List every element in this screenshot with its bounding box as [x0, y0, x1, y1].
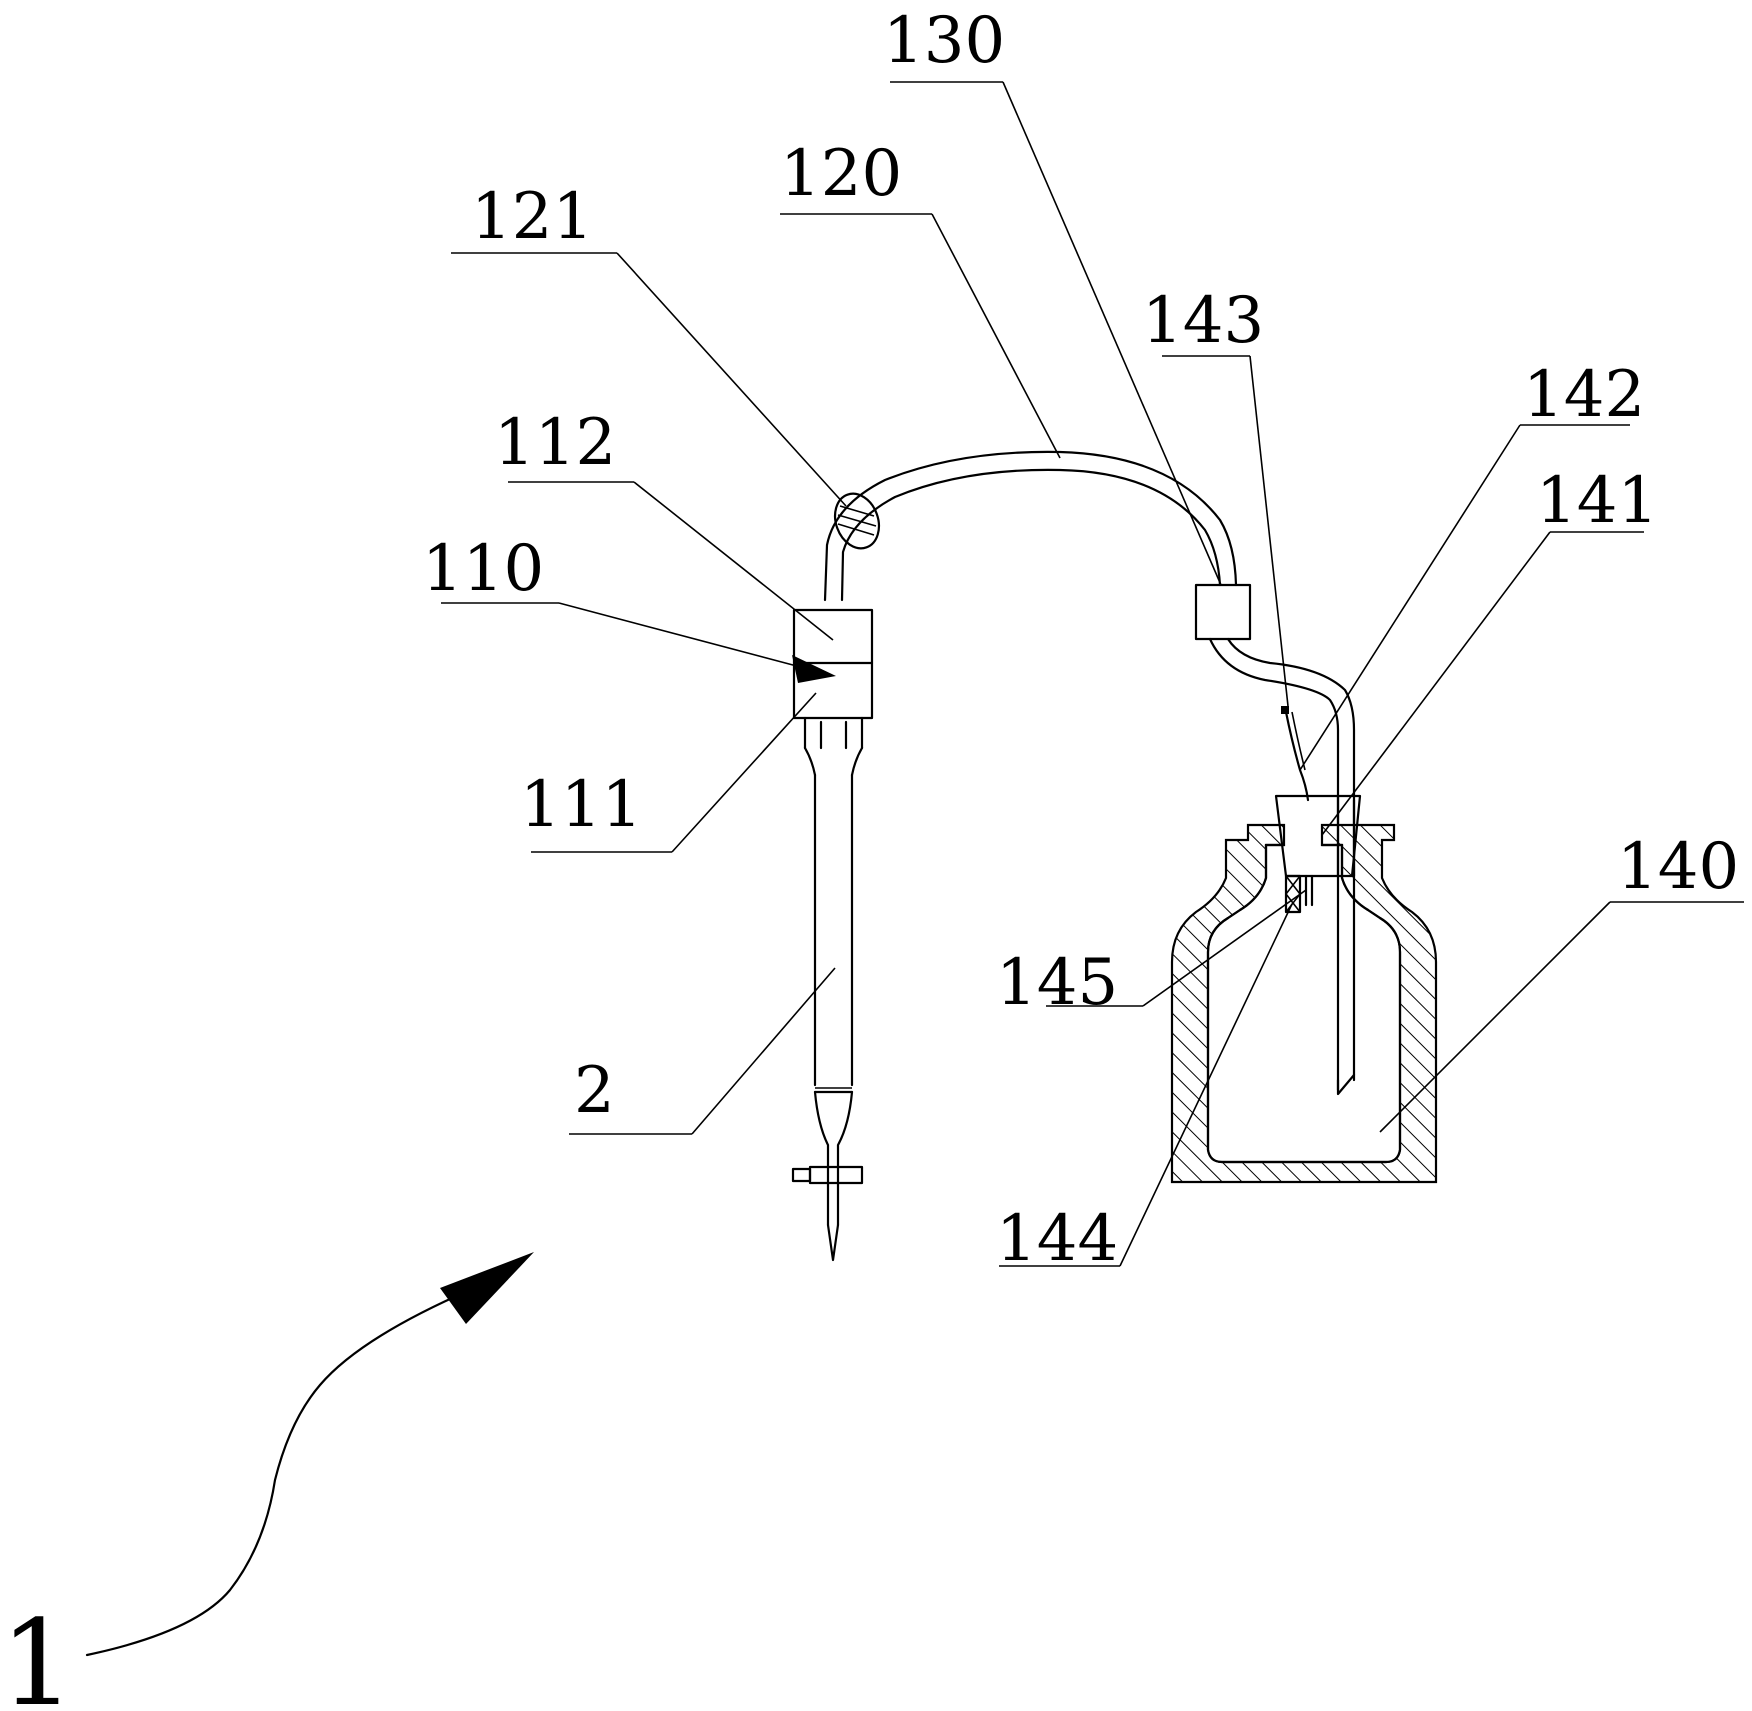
filter-144	[1284, 874, 1302, 914]
label-144: 144	[996, 1202, 1118, 1276]
label-145: 145	[996, 946, 1118, 1020]
label-120: 120	[780, 137, 902, 211]
label-121: 121	[471, 180, 593, 254]
vent-line-143	[1281, 706, 1310, 802]
drip-chamber-130	[1194, 583, 1356, 1092]
label-111: 111	[520, 768, 642, 842]
burette-2	[791, 773, 864, 1262]
label-142: 142	[1523, 358, 1645, 432]
clamp-121	[833, 492, 881, 550]
tube-120	[823, 450, 1238, 602]
label-112: 112	[494, 406, 616, 480]
label-130: 130	[883, 4, 1005, 78]
stopper-141	[1274, 794, 1362, 878]
label-2: 2	[574, 1054, 615, 1128]
bottle-needle-tip	[1336, 1073, 1356, 1096]
label-140: 140	[1617, 830, 1739, 904]
label-141: 141	[1536, 464, 1658, 538]
labels: 130 120 121 143 142 112 141 110 111 140 …	[0, 4, 1739, 1711]
label-143: 143	[1142, 284, 1264, 358]
leader-lines	[441, 81, 1744, 1267]
label-110: 110	[422, 532, 544, 606]
drip-connector	[803, 716, 864, 777]
reference-arrow-1	[85, 1252, 534, 1657]
tube-145	[1304, 874, 1314, 907]
bottle-140	[1170, 823, 1438, 1184]
label-1: 1	[0, 1594, 75, 1711]
